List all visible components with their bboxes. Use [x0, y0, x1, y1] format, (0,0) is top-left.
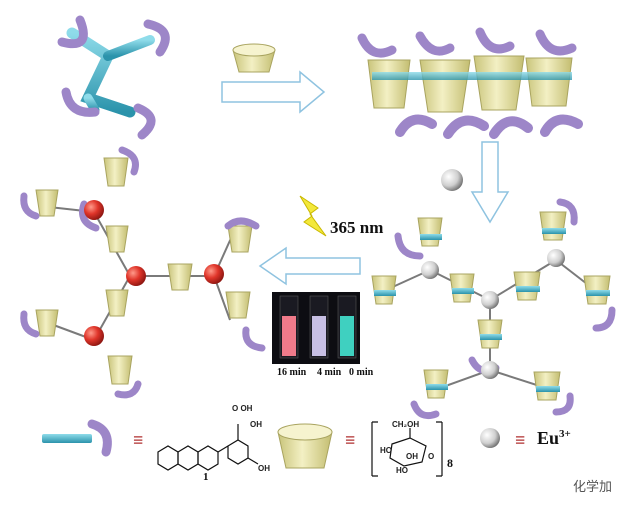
chem-label-ch2oh: CH₂OH — [392, 420, 419, 429]
eu-ion-grey-1 — [421, 261, 439, 279]
eu-ion-red-1 — [84, 200, 104, 220]
eu-ion-red-4 — [84, 326, 104, 346]
arrow-left — [260, 248, 360, 284]
time-label-1: 16 min — [277, 367, 306, 378]
metal-ion-label: Eu3+ — [537, 428, 571, 449]
eu-ion-sphere-top — [441, 169, 463, 191]
watermark: 化学加 — [573, 476, 612, 495]
cyclodextrin-cup-icon — [233, 44, 275, 72]
time-label-2: 4 min — [317, 367, 341, 378]
chem-label-ho-left: HO — [380, 446, 392, 455]
legend-monomer-symbol — [42, 424, 107, 452]
chem-label-o-ring: O — [428, 452, 434, 461]
metal-symbol: Eu — [537, 428, 559, 448]
repeat-count: 8 — [447, 456, 453, 471]
chem-label-oh-top: OH — [250, 420, 262, 429]
eu-ion-grey-2 — [481, 291, 499, 309]
uv-lightning-icon — [300, 196, 326, 236]
wavelength-label: 365 nm — [330, 218, 383, 238]
compound-1-structure — [158, 424, 258, 470]
legend-eu-sphere — [480, 428, 500, 448]
crosslinked-network-initial — [372, 202, 612, 416]
crosslinked-network-irradiated — [24, 150, 262, 395]
eu-ion-grey-3 — [547, 249, 565, 267]
arrow-right-1 — [222, 72, 324, 112]
equals-sign-1: ≡ — [133, 430, 143, 451]
compound-number: 1 — [203, 471, 209, 483]
chem-label-ho-ring: HO — [396, 466, 408, 475]
monomer-molecule — [62, 20, 165, 135]
chem-label-cooh-top: O OH — [232, 404, 252, 413]
equals-sign-3: ≡ — [515, 430, 525, 451]
equals-sign-2: ≡ — [345, 430, 355, 451]
chem-label-oh-bottom: OH — [258, 464, 270, 473]
inclusion-polymer-chain — [362, 32, 578, 134]
eu-ion-red-3 — [204, 264, 224, 284]
time-label-3: 0 min — [349, 367, 373, 378]
arrow-down — [472, 142, 508, 222]
legend-cyclodextrin-cup — [278, 424, 332, 468]
eu-ion-grey-4 — [481, 361, 499, 379]
cuvette-photo — [272, 292, 360, 364]
metal-charge: 3+ — [559, 428, 571, 440]
eu-ion-red-2 — [126, 266, 146, 286]
chem-label-oh-ring: OH — [406, 452, 418, 461]
